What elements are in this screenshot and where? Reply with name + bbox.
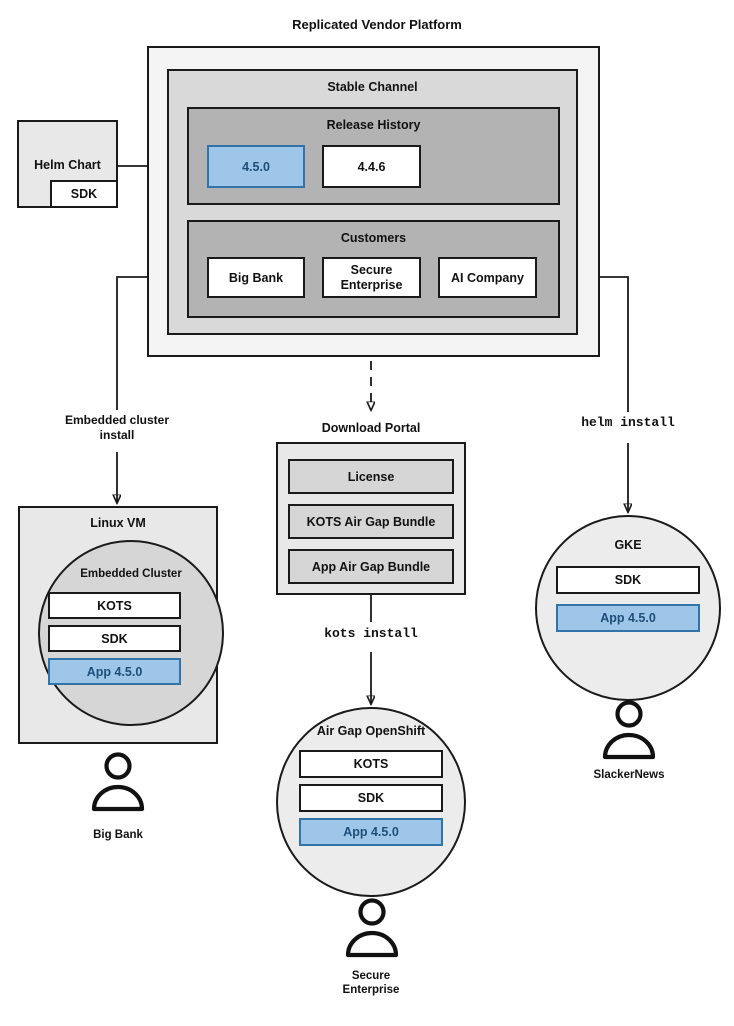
- person-icon-secure-enterprise: [345, 898, 399, 958]
- portal-artifact-kots-airgap-bundle[interactable]: KOTS Air Gap Bundle: [288, 504, 454, 539]
- customer-secure-enterprise[interactable]: Secure Enterprise: [322, 257, 421, 298]
- person-icon-slackernews: [602, 700, 656, 760]
- airgap-component-sdk[interactable]: SDK: [299, 784, 443, 812]
- download-portal-label: Download Portal: [321, 421, 421, 435]
- customers-label: Customers: [340, 231, 407, 245]
- linux-vm-component-app[interactable]: App 4.5.0: [48, 658, 181, 685]
- release-chip-4-4-6[interactable]: 4.4.6: [322, 145, 421, 188]
- person-icon-big-bank: [91, 752, 145, 812]
- portal-artifact-license[interactable]: License: [288, 459, 454, 494]
- helm-chart-sdk-box[interactable]: SDK: [50, 180, 118, 208]
- linux-vm-component-sdk[interactable]: SDK: [48, 625, 181, 652]
- page-title: Replicated Vendor Platform: [292, 17, 462, 32]
- embedded-cluster-label: Embedded Cluster: [80, 568, 182, 580]
- gke-component-sdk[interactable]: SDK: [556, 566, 700, 594]
- portal-artifact-app-airgap-bundle[interactable]: App Air Gap Bundle: [288, 549, 454, 584]
- helm-chart-label: Helm Chart: [34, 158, 101, 172]
- airgap-component-app[interactable]: App 4.5.0: [299, 818, 443, 846]
- install-label-kots: kots install: [324, 626, 418, 641]
- persona-label-big-bank: Big Bank: [93, 829, 143, 841]
- customer-big-bank[interactable]: Big Bank: [207, 257, 305, 298]
- release-chip-4-5-0[interactable]: 4.5.0: [207, 145, 305, 188]
- gke-label: GKE: [614, 538, 642, 552]
- airgap-openshift-label: Air Gap OpenShift: [316, 724, 426, 738]
- customer-secure-enterprise-label: Secure Enterprise: [340, 263, 403, 292]
- customer-ai-company[interactable]: AI Company: [438, 257, 537, 298]
- persona-label-slackernews: SlackerNews: [593, 769, 665, 781]
- gke-component-app[interactable]: App 4.5.0: [556, 604, 700, 632]
- stable-channel-label: Stable Channel: [327, 80, 418, 94]
- linux-vm-component-kots[interactable]: KOTS: [48, 592, 181, 619]
- linux-vm-label: Linux VM: [90, 516, 146, 530]
- airgap-component-kots[interactable]: KOTS: [299, 750, 443, 778]
- install-label-helm: helm install: [581, 415, 675, 430]
- release-history-label: Release History: [326, 118, 421, 132]
